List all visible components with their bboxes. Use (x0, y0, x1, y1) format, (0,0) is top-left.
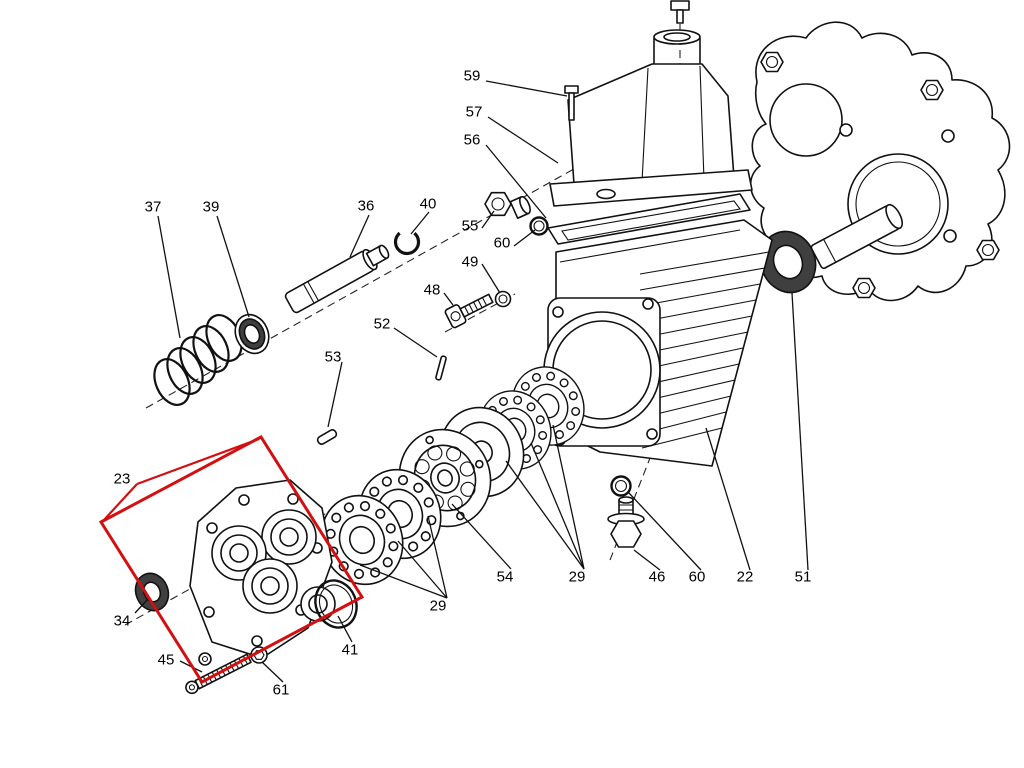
part-number-label: 46 (649, 569, 666, 586)
part-number-label: 36 (358, 198, 375, 215)
part-o-ring-41 (314, 579, 358, 629)
leader-line (487, 116, 559, 164)
part-cover-gasket (547, 193, 751, 245)
part-number-label: 53 (325, 349, 342, 366)
part-drive-shaft (810, 203, 904, 270)
part-oil-seal-34 (134, 572, 170, 612)
leader-line (337, 615, 353, 643)
part-number-label: 34 (114, 613, 131, 630)
part-circlip-40 (393, 228, 421, 256)
leader-line (327, 361, 343, 428)
part-o-ring-lower (610, 475, 632, 497)
part-number-label: 55 (462, 218, 479, 235)
part-number-label: 40 (420, 196, 437, 213)
part-number-label: 59 (464, 68, 481, 85)
part-number-label: 60 (494, 235, 511, 252)
leader-line (427, 515, 448, 599)
part-plunger-36 (284, 244, 390, 314)
part-washer-49 (494, 290, 512, 308)
leader-line (359, 564, 448, 599)
leader-line (349, 214, 370, 258)
part-number-label: 57 (466, 104, 483, 121)
part-pin-52 (435, 355, 447, 381)
leader-line (443, 292, 454, 306)
leader-line (481, 263, 501, 294)
part-o-ring-upper (529, 216, 549, 236)
leader-line (481, 210, 495, 229)
part-pump-head (189, 479, 336, 666)
leader-line (633, 549, 661, 571)
part-bell-housing (749, 21, 1011, 302)
part-number-label: 45 (158, 652, 175, 669)
part-number-label: 51 (795, 569, 812, 586)
part-number-label: 41 (342, 642, 359, 659)
highlight-box (98, 435, 365, 684)
part-number-label: 61 (273, 682, 290, 699)
leader-line (485, 144, 547, 219)
part-number-label: 54 (497, 569, 514, 586)
part-number-label: 23 (114, 471, 131, 488)
cooling-fins (639, 251, 770, 449)
highlight-leader (136, 437, 260, 486)
part-seal-39 (234, 313, 270, 355)
leader-line (552, 424, 585, 570)
leader-line (410, 211, 430, 235)
part-cover-screw (564, 85, 579, 121)
part-number-label: 37 (145, 199, 162, 216)
annotations-layer: 59 57 56 55 60 49 48 52 53 37 39 36 40 23 34 45 61 41 29 54… (98, 68, 812, 699)
cover-top-bolt-icon (670, 0, 690, 24)
leader-line (216, 215, 250, 318)
leader-line (157, 215, 181, 339)
leader-line (451, 503, 512, 570)
flange-bolt-icon (760, 51, 1000, 299)
part-side-plug (484, 191, 531, 220)
part-number-label: 22 (737, 569, 754, 586)
part-number-label: 52 (374, 316, 391, 333)
part-number-label: 29 (569, 569, 586, 586)
leader-line (485, 80, 568, 97)
leader-line (261, 661, 284, 683)
part-number-label: 48 (424, 282, 441, 299)
leader-line (705, 427, 751, 571)
part-drain-plug-46 (607, 496, 645, 548)
part-number-label: 39 (203, 199, 220, 216)
leader-line (513, 229, 536, 247)
part-key-53 (316, 429, 338, 445)
leader-line (628, 492, 702, 571)
part-oil-tank-cover (549, 0, 753, 207)
leader-line (397, 540, 448, 599)
part-number-label: 60 (689, 569, 706, 586)
leader-line (530, 442, 585, 570)
highlight-leader (102, 483, 138, 522)
part-number-label: 29 (430, 598, 447, 615)
leader-line (393, 327, 438, 358)
part-bolt-48 (444, 293, 494, 329)
leader-line (505, 460, 585, 570)
part-number-label: 49 (462, 254, 479, 271)
part-number-label: 56 (464, 132, 481, 149)
pump-head-bores (211, 509, 317, 614)
leader-line (791, 292, 809, 571)
part-spring-37 (153, 314, 243, 406)
leader-line (134, 598, 149, 614)
